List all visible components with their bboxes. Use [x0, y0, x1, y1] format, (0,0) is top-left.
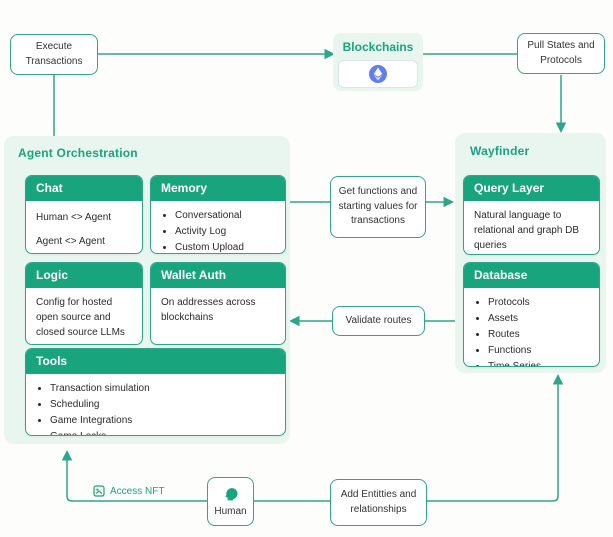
card-memory: Memory ConversationalActivity LogCustom …	[150, 175, 286, 254]
blockchains-title: Blockchains	[342, 40, 414, 54]
list-item: Transaction simulation	[50, 381, 277, 396]
access-nft-label: Access NFT	[93, 485, 164, 497]
card-wallet-auth-body: On addresses across blockchains	[161, 297, 256, 323]
tools-list: Transaction simulationSchedulingGame Int…	[36, 381, 277, 435]
card-query-layer-title: Query Layer	[464, 176, 599, 201]
card-logic-title: Logic	[26, 263, 142, 288]
human-head-icon	[224, 488, 237, 501]
list-item: Game Locks	[50, 429, 277, 435]
card-wallet-auth: Wallet Auth On addresses across blockcha…	[150, 262, 286, 345]
card-query-layer-body: Natural language to relational and graph…	[474, 210, 580, 251]
access-nft-text: Access NFT	[110, 485, 165, 497]
node-add-entities: Add Entitties and relationships	[330, 479, 427, 526]
node-execute-transactions: Execute Transactions	[10, 34, 98, 75]
list-item: Conversational	[175, 208, 277, 223]
list-item: Scheduling	[50, 397, 277, 412]
list-item: Time Series	[488, 359, 591, 366]
node-blockchains: Blockchains	[333, 33, 423, 91]
list-item: Game Integrations	[50, 413, 277, 428]
memory-list: ConversationalActivity LogCustom Upload	[161, 208, 277, 253]
card-database-title: Database	[464, 263, 599, 288]
list-item: Custom Upload	[175, 240, 277, 253]
arrow-human-to-agent-panel	[61, 450, 207, 502]
chat-line: Human <> Agent	[36, 212, 112, 223]
card-tools-body: Transaction simulationSchedulingGame Int…	[26, 374, 285, 435]
chat-line: Agent <> Agent	[36, 236, 105, 247]
node-validate-routes: Validate routes	[332, 306, 425, 336]
card-wallet-auth-title: Wallet Auth	[151, 263, 285, 288]
list-item: Functions	[488, 343, 591, 358]
card-tools: Tools Transaction simulationSchedulingGa…	[25, 348, 286, 436]
list-item: Assets	[488, 311, 591, 326]
node-human: Human	[207, 477, 254, 526]
node-label: Validate routes	[345, 314, 412, 326]
card-tools-title: Tools	[26, 349, 285, 374]
card-memory-body: ConversationalActivity LogCustom Upload	[151, 201, 285, 253]
list-item: Routes	[488, 327, 591, 342]
node-label: Pull States and Protocols	[527, 40, 595, 66]
card-database-body: ProtocolsAssetsRoutesFunctionsTime Serie…	[464, 288, 599, 366]
agent-orchestration-title: Agent Orchestration	[18, 146, 138, 160]
node-get-functions: Get functions and starting values for tr…	[330, 176, 426, 238]
card-logic-body: Config for hosted open source and closed…	[36, 297, 125, 338]
card-memory-title: Memory	[151, 176, 285, 201]
card-query-layer: Query Layer Natural language to relation…	[463, 175, 600, 255]
node-pull-states: Pull States and Protocols	[517, 33, 605, 74]
arrow-human-to-database	[253, 374, 564, 502]
wayfinder-title: Wayfinder	[470, 144, 530, 158]
nft-badge-icon	[93, 485, 105, 497]
card-chat-title: Chat	[26, 176, 142, 201]
card-database: Database ProtocolsAssetsRoutesFunctionsT…	[463, 262, 600, 367]
card-chat-body: Human <> Agent Agent <> Agent	[26, 201, 142, 253]
database-list: ProtocolsAssetsRoutesFunctionsTime Serie…	[474, 295, 591, 366]
human-label: Human	[214, 506, 247, 517]
list-item: Activity Log	[175, 224, 277, 239]
list-item: Protocols	[488, 295, 591, 310]
node-label: Add Entitties and relationships	[340, 489, 417, 515]
card-chat: Chat Human <> Agent Agent <> Agent	[25, 175, 143, 254]
ethereum-icon	[369, 65, 387, 83]
blockchains-chain-box	[338, 60, 418, 88]
node-label: Execute Transactions	[25, 41, 83, 67]
card-logic: Logic Config for hosted open source and …	[25, 262, 143, 345]
node-label: Get functions and starting values for tr…	[338, 186, 418, 227]
